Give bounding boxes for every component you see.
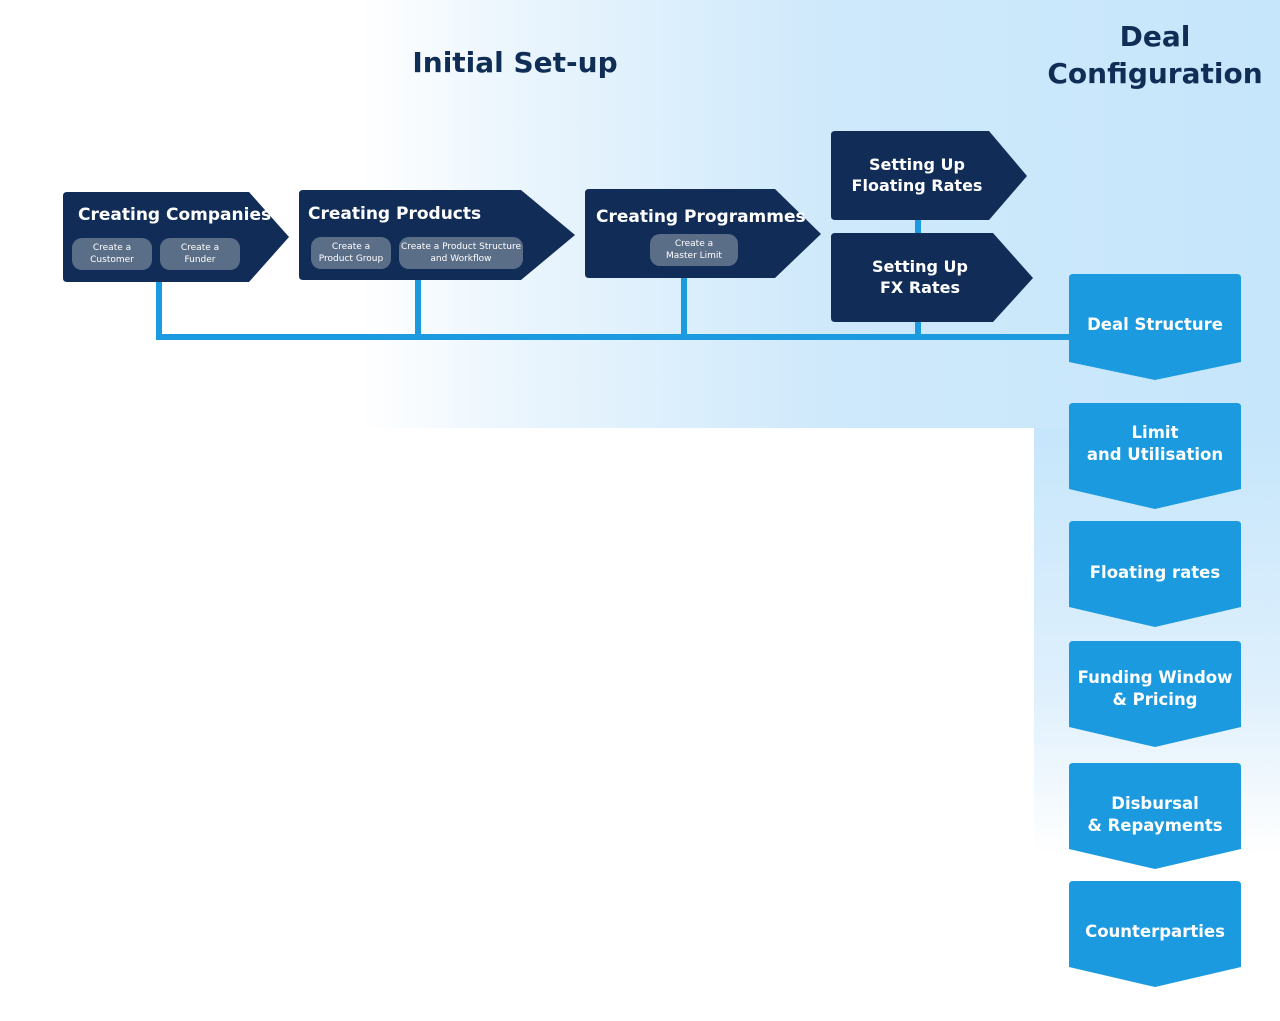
sub-item-line1: Create a xyxy=(180,243,220,253)
deal-step-label: Counterparties xyxy=(1085,922,1225,941)
chevron-down-shape xyxy=(1069,763,1241,869)
deal-step-label: Limit and Utilisation xyxy=(1086,423,1224,464)
sub-item-line2: and Workflow xyxy=(430,254,492,264)
arrow-shape xyxy=(831,131,1027,220)
sub-item-line2: Product Group xyxy=(318,254,384,264)
connector-companies xyxy=(156,276,162,338)
sub-item-create-customer[interactable]: Create a Customer xyxy=(72,238,152,270)
chevron-down-shape xyxy=(1069,641,1241,747)
sub-item-line2: Funder xyxy=(184,255,216,265)
step-title: Creating Companies xyxy=(78,205,272,225)
sub-item-line1: Create a xyxy=(331,242,371,252)
step-creating-programmes[interactable]: Creating Programmes Create a Master Limit xyxy=(585,189,823,279)
deal-step-label: Deal Structure xyxy=(1087,315,1223,334)
deal-configuration-heading-line2: Configuration xyxy=(1047,57,1263,90)
chevron-down-shape xyxy=(1069,521,1241,627)
step-title: Setting Up Floating Rates xyxy=(851,155,983,195)
deal-step-label: Disbursal & Repayments xyxy=(1087,794,1223,835)
arrow-shape xyxy=(831,233,1033,322)
sub-item-line1: Create a xyxy=(674,239,714,249)
connector-products xyxy=(415,276,421,338)
sub-item-create-product-structure[interactable]: Create a Product Structure and Workflow xyxy=(399,237,523,269)
sub-item-line2: Customer xyxy=(90,255,134,265)
sub-item-create-funder[interactable]: Create a Funder xyxy=(160,238,240,270)
sub-item-create-product-group[interactable]: Create a Product Group xyxy=(311,237,391,269)
step-title: Creating Programmes xyxy=(596,207,806,227)
step-creating-companies[interactable]: Creating Companies Create a Customer Crea… xyxy=(63,192,291,282)
deal-step-deal-structure[interactable]: Deal Structure xyxy=(1069,274,1241,382)
deal-step-funding-window-pricing[interactable]: Funding Window & Pricing xyxy=(1069,641,1241,749)
sub-item-line1: Create a xyxy=(92,243,132,253)
chevron-down-shape xyxy=(1069,881,1241,987)
deal-step-label: Floating rates xyxy=(1089,563,1221,582)
step-fx-rates-setup[interactable]: Setting Up FX Rates xyxy=(831,233,1034,323)
step-floating-rates-setup[interactable]: Setting Up Floating Rates xyxy=(831,131,1028,221)
initial-setup-heading: Initial Set-up xyxy=(412,46,618,79)
step-title: Creating Products xyxy=(308,204,482,224)
deal-step-disbursal-repayments[interactable]: Disbursal & Repayments xyxy=(1069,763,1241,871)
chevron-down-shape xyxy=(1069,274,1241,380)
sub-item-create-master-limit[interactable]: Create a Master Limit xyxy=(650,234,738,266)
sub-item-line1: Create a Product Structure xyxy=(400,242,522,252)
deal-step-counterparties[interactable]: Counterparties xyxy=(1069,881,1241,989)
deal-configuration-heading: Deal Configuration xyxy=(1040,18,1270,92)
step-title: Setting Up FX Rates xyxy=(871,257,968,297)
deal-configuration-heading-line1: Deal xyxy=(1119,20,1191,53)
timeline-connector-horizontal xyxy=(156,334,1072,340)
deal-step-limit-utilisation[interactable]: Limit and Utilisation xyxy=(1069,403,1241,511)
deal-step-label: Funding Window & Pricing xyxy=(1077,668,1233,709)
sub-item-line2: Master Limit xyxy=(666,251,722,261)
arrow-shape xyxy=(585,189,821,278)
connector-programmes xyxy=(681,274,687,338)
deal-step-floating-rates[interactable]: Floating rates xyxy=(1069,521,1241,629)
chevron-down-shape xyxy=(1069,403,1241,509)
